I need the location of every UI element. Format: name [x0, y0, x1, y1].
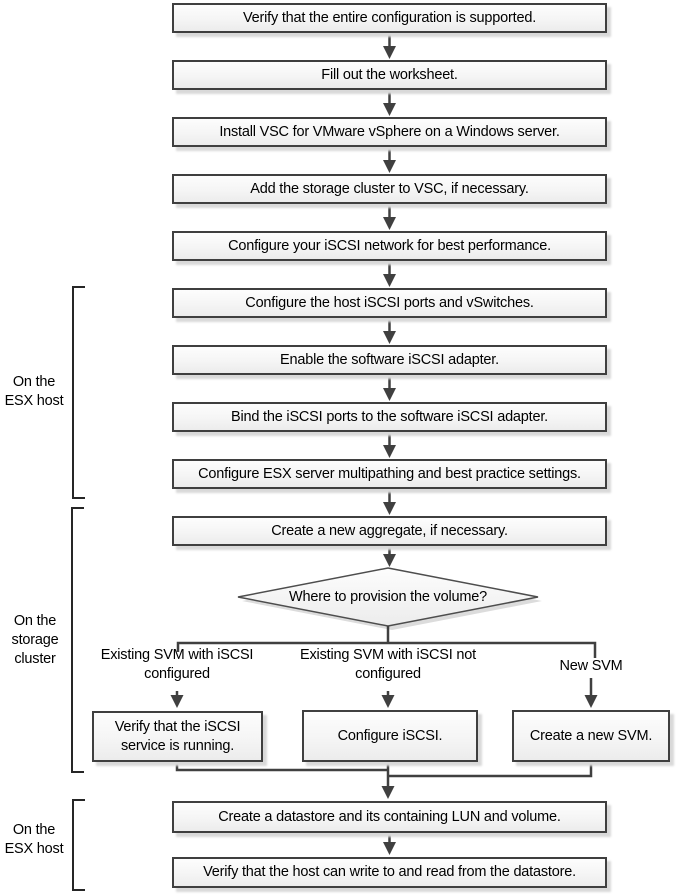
- flow-step-box: Enable the software iSCSI adapter.: [172, 345, 607, 375]
- flow-step-box: Create a new aggregate, if necessary.: [172, 516, 607, 546]
- decision-label: Where to provision the volume?: [289, 589, 487, 605]
- bracket-esx-host-top: [72, 286, 85, 499]
- merge-connector: [175, 762, 388, 772]
- flow-step-box: Configure the host iSCSI ports and vSwit…: [172, 288, 607, 318]
- branch-action-box: Create a new SVM.: [512, 710, 670, 762]
- flow-step-box: Configure your iSCSI network for best pe…: [172, 231, 607, 261]
- branch-condition-label: Existing SVM with iSCSI not configured: [300, 647, 476, 682]
- branch-action-box: Verify that the iSCSI service is running…: [92, 711, 263, 762]
- branch-action-box: Configure iSCSI.: [302, 710, 478, 762]
- flow-step-box: Create a datastore and its containing LU…: [172, 801, 607, 833]
- flow-step-box: Verify that the entire configuration is …: [172, 3, 607, 33]
- flow-step-box: Verify that the host can write to and re…: [172, 857, 607, 888]
- branch-condition-label: New SVM: [559, 658, 623, 674]
- branch-condition-label: Existing SVM with iSCSI configured: [100, 647, 254, 682]
- flow-step-box: Bind the iSCSI ports to the software iSC…: [172, 402, 607, 432]
- side-label-storage-cluster: On the storage cluster: [11, 613, 59, 667]
- flow-step-box: Add the storage cluster to VSC, if neces…: [172, 174, 607, 204]
- bracket-storage-cluster: [71, 507, 84, 773]
- flow-step-box: Install VSC for VMware vSphere on a Wind…: [172, 117, 607, 147]
- side-label-esx-host-top: On the ESX host: [4, 374, 64, 409]
- bracket-esx-host-bottom: [72, 799, 85, 891]
- flow-step-box: Fill out the worksheet.: [172, 60, 607, 90]
- split-connector: [176, 641, 597, 658]
- flow-step-box: Configure ESX server multipathing and be…: [172, 459, 607, 489]
- merge-connector: [388, 762, 593, 778]
- side-label-esx-host-bottom: On the ESX host: [4, 822, 64, 857]
